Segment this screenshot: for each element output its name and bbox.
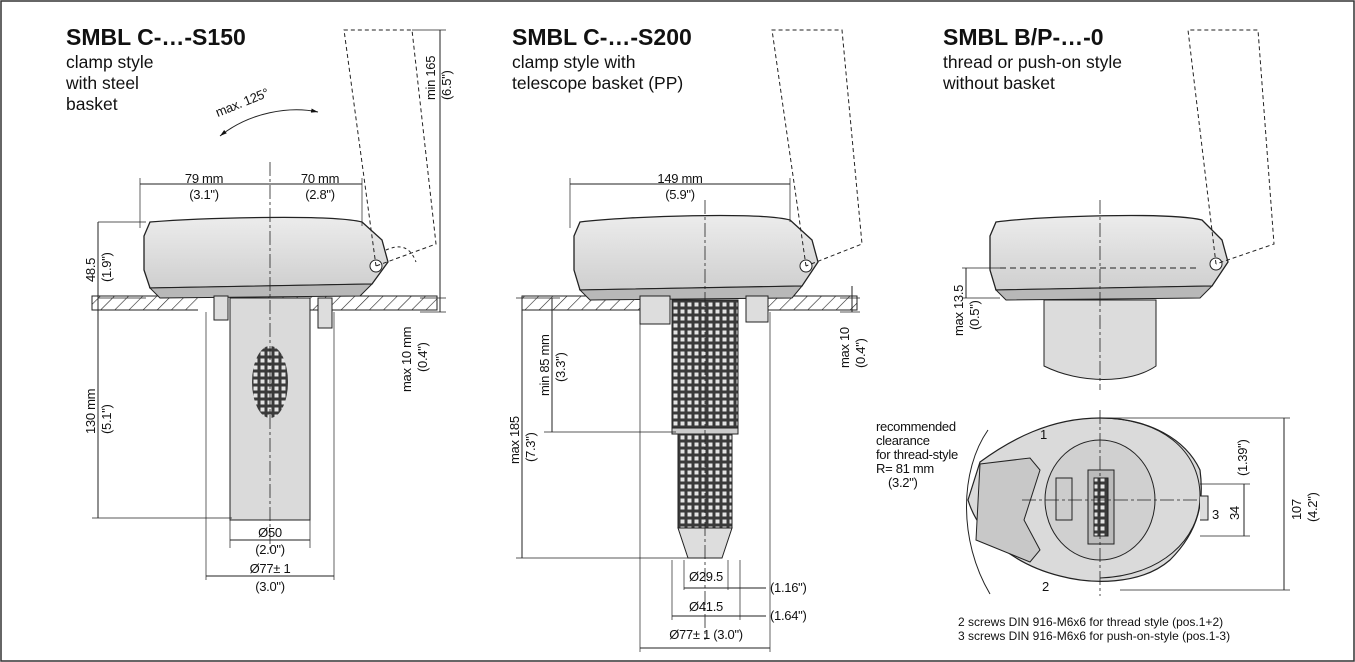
dim-149: 149 mm <box>657 171 703 186</box>
dim-d77-left-in: (3.0") <box>255 579 285 594</box>
note-line2: 3 screws DIN 916-M6x6 for push-on-style … <box>958 629 1231 643</box>
subtitle-middle-line2: telescope basket (PP) <box>512 73 684 93</box>
dim-d41: Ø41.5 <box>689 599 723 614</box>
right-figure <box>962 29 1290 596</box>
dim-34: 34 <box>1227 506 1242 520</box>
dim-d41-in: (1.64") <box>770 608 807 623</box>
middle-figure <box>516 29 863 652</box>
dim-max10-left: max 10 mm <box>399 326 414 392</box>
dim-max13-in: (0.5") <box>967 300 982 330</box>
dim-d77-left: Ø77± 1 <box>249 561 291 576</box>
dim-79-in: (3.1") <box>189 187 219 202</box>
note-line1: 2 screws DIN 916-M6x6 for thread style (… <box>958 615 1224 629</box>
subtitle-left-line3: basket <box>66 94 118 114</box>
title-left: SMBL C-…-S150 <box>66 24 246 50</box>
clearance-line3: for thread-style <box>876 447 958 462</box>
dim-min165: min 165 <box>423 55 438 100</box>
dim-130-in: (5.1") <box>99 404 114 434</box>
title-middle: SMBL C-…-S200 <box>512 24 692 50</box>
dim-d77-middle: Ø77± 1 (3.0") <box>669 627 743 642</box>
pos-label-3: 3 <box>1212 507 1219 522</box>
dim-max13: max 13.5 <box>951 284 966 336</box>
dim-max185-in: (7.3") <box>523 432 538 462</box>
dim-max10-middle: max 10 <box>837 327 852 368</box>
dim-min165-in: (6.5") <box>439 70 454 100</box>
pos-label-2: 2 <box>1042 579 1049 594</box>
dim-48: 48.5 <box>83 257 98 282</box>
dim-107: 107 <box>1289 499 1304 520</box>
clearance-line1: recommended <box>876 419 956 434</box>
dim-min85-in: (3.3") <box>553 352 568 382</box>
dim-70: 70 mm <box>300 171 340 186</box>
dim-107-in: (4.2") <box>1305 492 1320 522</box>
dim-79: 79 mm <box>184 171 224 186</box>
clearance-line4: R= 81 mm <box>876 461 934 476</box>
subtitle-middle-line1: clamp style with <box>512 52 636 72</box>
dim-d29-in: (1.16") <box>770 580 807 595</box>
dim-70-in: (2.8") <box>305 187 335 202</box>
left-figure <box>91 29 446 580</box>
dim-d50-in: (2.0") <box>255 542 285 557</box>
dim-d29: Ø29.5 <box>689 569 723 584</box>
dim-max10-left-in: (0.4") <box>415 342 430 372</box>
clearance-line2: clearance <box>876 433 930 448</box>
subtitle-left-line1: clamp style <box>66 52 154 72</box>
dim-48-in: (1.9") <box>99 252 114 282</box>
dim-149-in: (5.9") <box>665 187 695 202</box>
dim-max10-middle-in: (0.4") <box>853 338 868 368</box>
subtitle-left-line2: with steel <box>66 73 139 93</box>
dim-34-in: (1.39") <box>1235 439 1250 476</box>
pos-label-1: 1 <box>1040 427 1047 442</box>
subtitle-right-line2: without basket <box>943 73 1055 93</box>
dim-130: 130 mm <box>83 388 98 434</box>
clearance-line5: (3.2") <box>888 475 918 490</box>
title-right: SMBL B/P-…-0 <box>943 24 1104 50</box>
dim-min85: min 85 mm <box>537 334 552 396</box>
subtitle-right-line1: thread or push-on style <box>943 52 1122 72</box>
dim-max185: max 185 <box>507 416 522 464</box>
dim-d50: Ø50 <box>258 525 282 540</box>
